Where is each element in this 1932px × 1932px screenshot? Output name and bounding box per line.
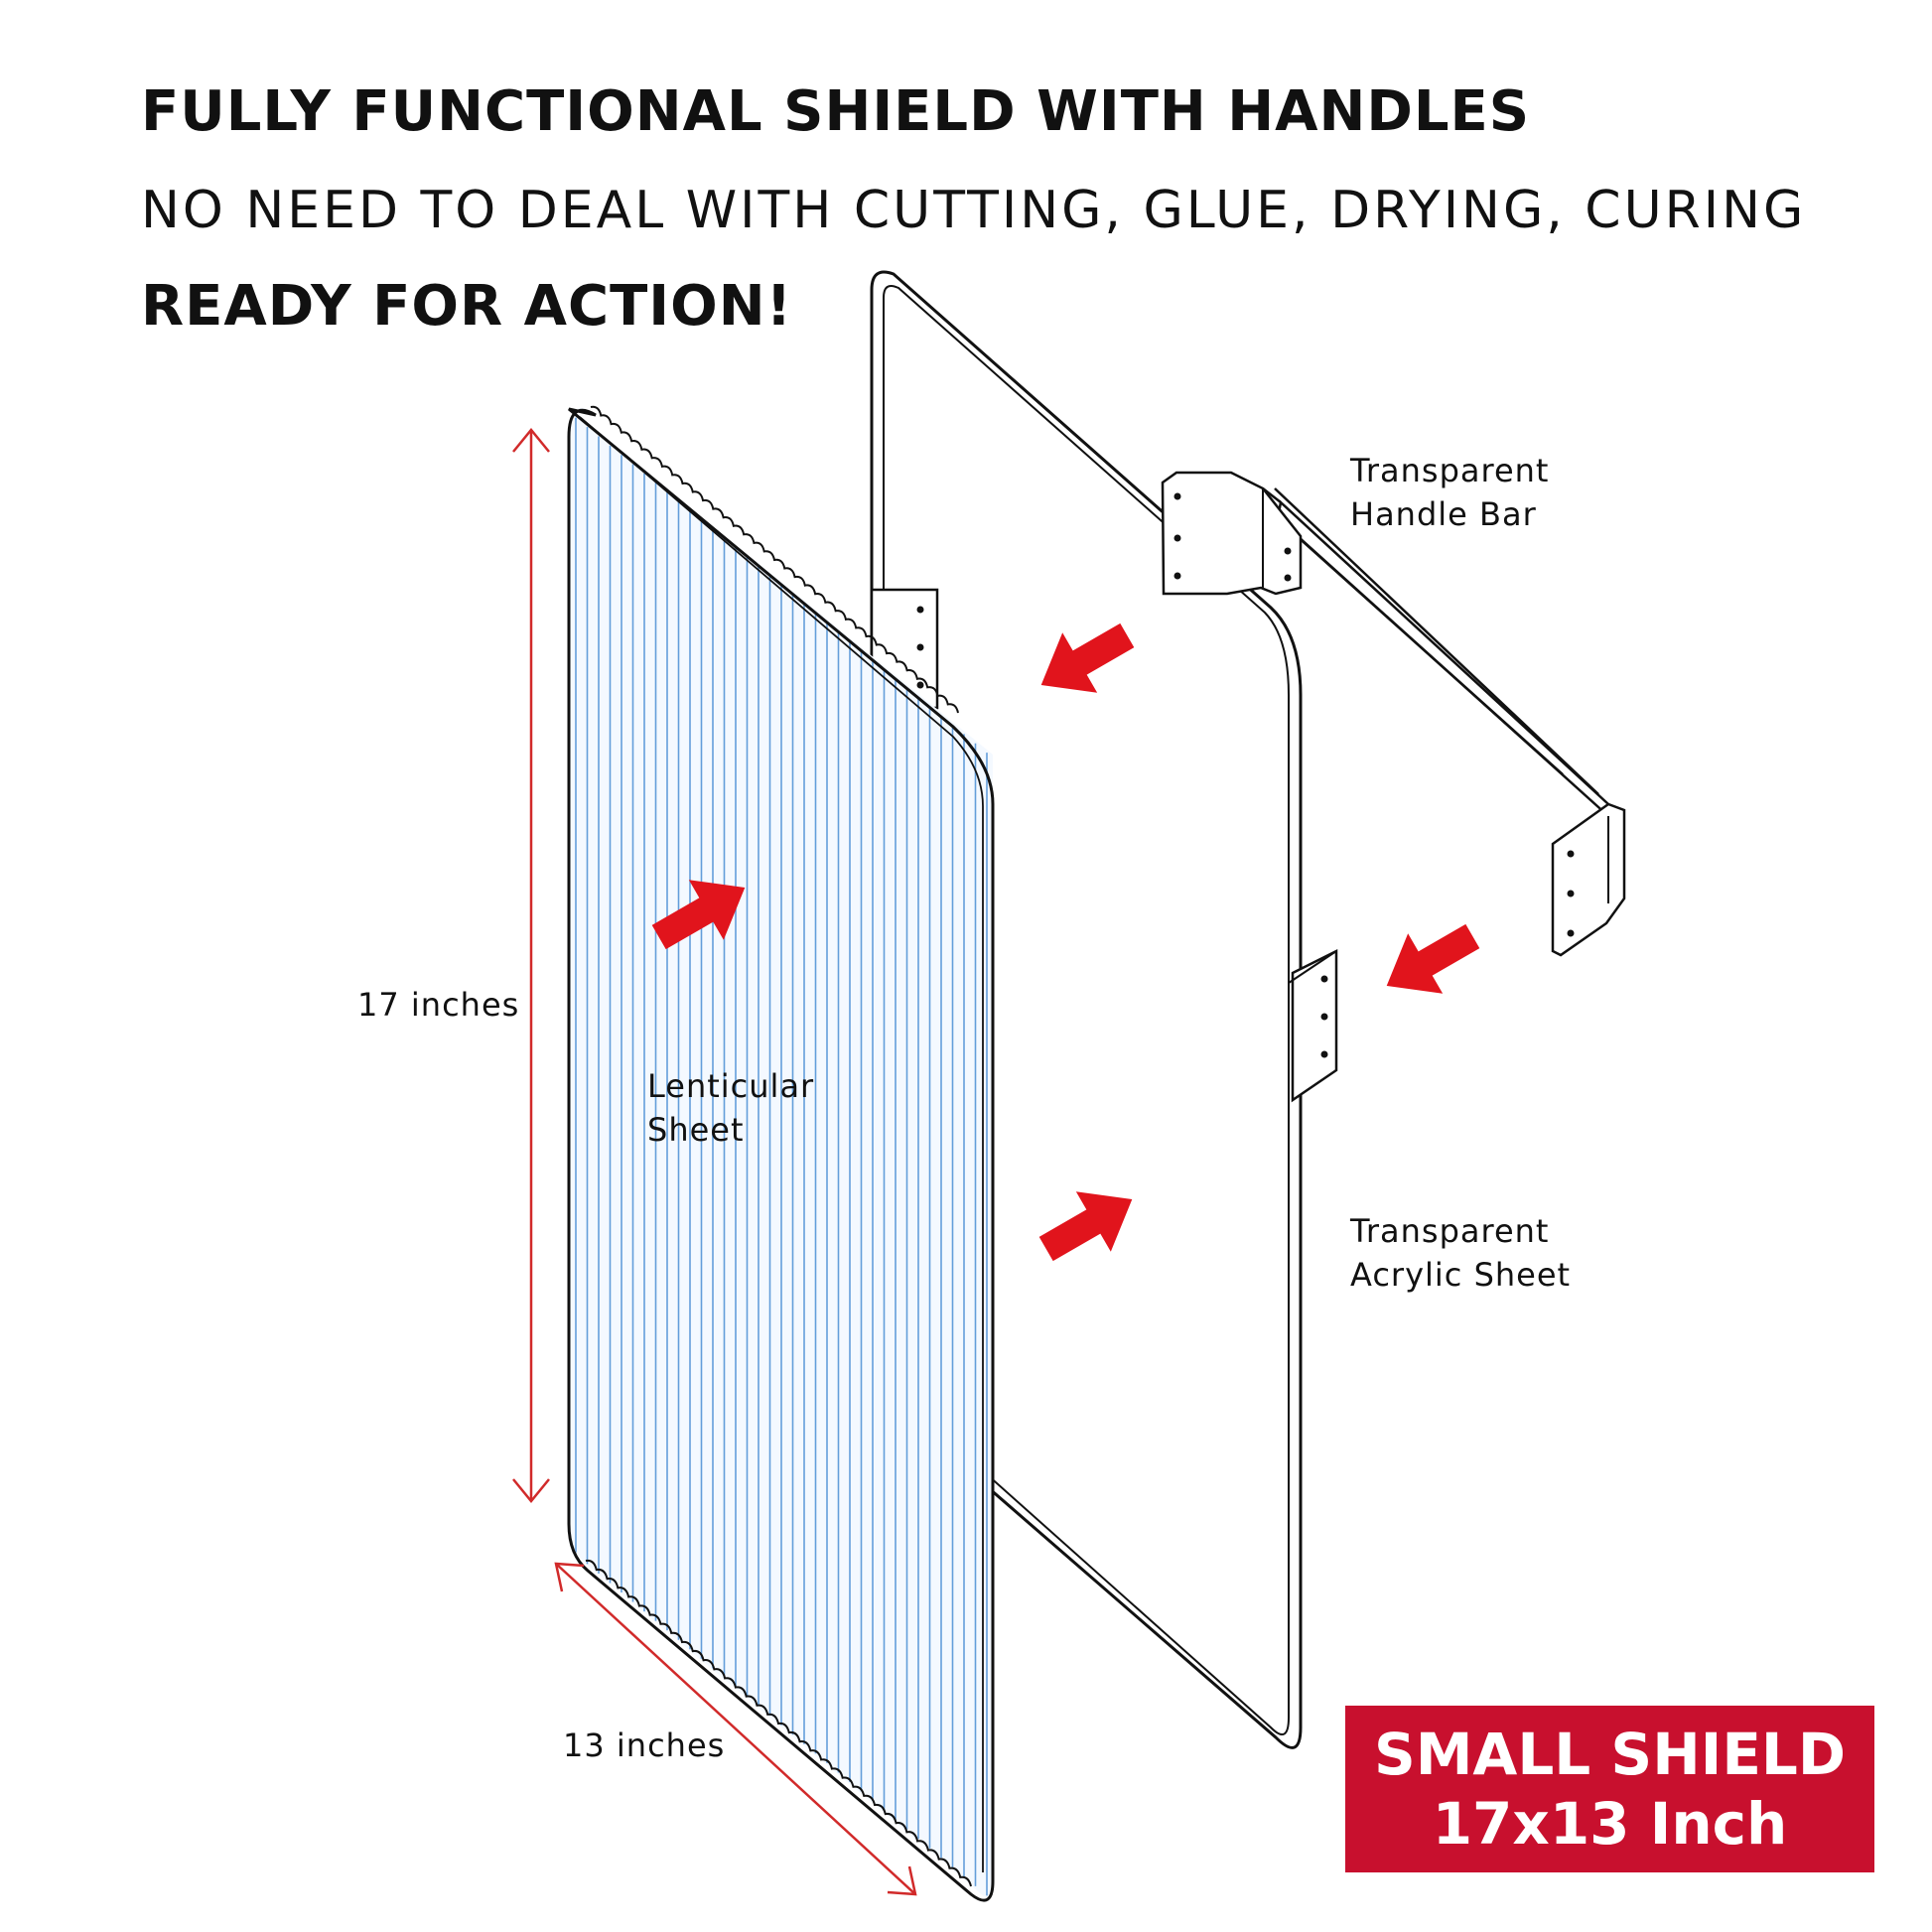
acrylic-sheet-label-line2: Acrylic Sheet (1350, 1256, 1572, 1294)
width-dimension-line (554, 1562, 917, 1896)
arrow-acrylic-forward (1038, 1191, 1133, 1262)
arrow-toward-acrylic-bottom (1386, 923, 1480, 994)
page-tagline: READY FOR ACTION! (141, 274, 793, 339)
acrylic-sheet-label-line1: Transparent (1350, 1212, 1550, 1250)
page-subtitle: NO NEED TO DEAL WITH CUTTING, GLUE, DRYI… (141, 181, 1807, 240)
height-dimension-label: 17 inches (357, 986, 520, 1024)
size-badge-title: SMALL SHIELD (1373, 1721, 1847, 1788)
size-badge-dimensions: 17x13 Inch (1432, 1790, 1788, 1858)
lenticular-sheet-label-line2: Sheet (647, 1111, 745, 1149)
handle-bar (1161, 471, 1626, 957)
handle-bar-label-line1: Transparent (1350, 452, 1550, 489)
width-dimension-label: 13 inches (563, 1726, 726, 1764)
lenticular-ridges (575, 417, 988, 1896)
lenticular-sheet-label-line1: Lenticular (647, 1067, 815, 1105)
handle-bar-label-line2: Handle Bar (1350, 495, 1537, 533)
handle-bar-label: Transparent Handle Bar (1350, 449, 1549, 536)
lenticular-sheet (567, 405, 995, 1902)
size-badge: SMALL SHIELD 17x13 Inch (1345, 1706, 1874, 1872)
acrylic-mounting-tab-bottom (1288, 948, 1338, 1103)
page-title: FULLY FUNCTIONAL SHIELD WITH HANDLES (141, 79, 1531, 144)
arrow-lenticular-forward (651, 880, 746, 950)
height-dimension-line (512, 428, 550, 1503)
arrow-toward-acrylic-top (1040, 622, 1135, 693)
acrylic-sheet-label: Transparent Acrylic Sheet (1350, 1209, 1571, 1297)
lenticular-sheet-label: Lenticular Sheet (647, 1064, 814, 1152)
